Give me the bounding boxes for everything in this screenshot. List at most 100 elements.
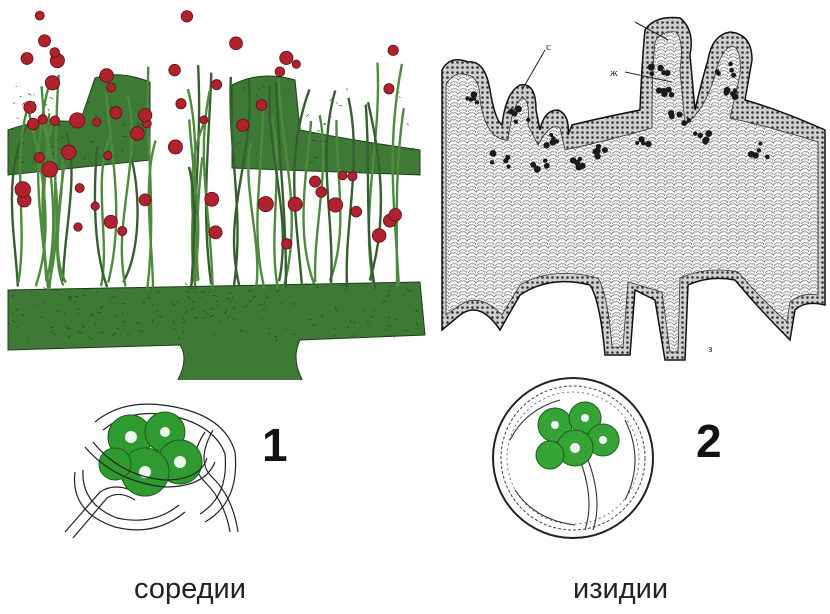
soredium-granule [292, 60, 300, 68]
soredium-granule [27, 118, 39, 130]
algal-cell [758, 142, 762, 146]
soredium-granule [45, 76, 59, 90]
soredium-granule [176, 99, 186, 109]
soredium-granule [168, 140, 182, 154]
soredium-granule [39, 35, 51, 47]
soredium-granule [209, 226, 222, 239]
algal-cell [681, 120, 687, 126]
soredium-granule [205, 192, 219, 206]
algal-cell [465, 96, 469, 100]
soredium-granule [42, 161, 58, 177]
algal-cell [475, 100, 479, 104]
soredium-granule [34, 153, 44, 163]
algal-cell [534, 166, 541, 173]
algal-cell [526, 118, 530, 122]
algal-cell [645, 141, 651, 147]
soredium-granule [107, 83, 116, 92]
soredium-algal-cluster [99, 412, 202, 496]
algal-cell [602, 147, 608, 153]
soredium-granule [75, 184, 84, 193]
algal-cell [693, 131, 697, 135]
algal-cell [765, 155, 769, 159]
soredium-granule [61, 145, 76, 160]
algal-cell [543, 159, 547, 163]
soredium-granule [288, 197, 302, 211]
soredium-granule [50, 116, 59, 125]
hypha-strand [327, 90, 336, 283]
soredium-granule [139, 194, 151, 206]
soredium-granule [212, 80, 222, 90]
soredium-granule [93, 118, 101, 126]
soredium-granule [328, 198, 342, 212]
soredium-granule [230, 37, 243, 50]
soredium-granule [21, 53, 33, 65]
soredium-granule [282, 239, 292, 249]
soredium-granule [384, 84, 394, 94]
soredium-granule [181, 11, 192, 22]
algal-cell [752, 152, 758, 158]
soredium-granule [74, 223, 82, 231]
annotation-label-c: с [546, 41, 551, 53]
soredium-granule [104, 151, 112, 159]
soredium-granule [256, 100, 267, 111]
algal-cell [728, 62, 733, 67]
soredium-granule [338, 171, 347, 180]
soredium-granule [388, 45, 398, 55]
soredia-cross-section-illustration [0, 0, 430, 380]
algal-cell [641, 141, 645, 145]
soredium-granule [316, 187, 327, 198]
algal-cell [508, 109, 514, 115]
annotation-label-z: з [708, 343, 712, 355]
algal-cell [724, 87, 731, 94]
isidium-detail-illustration [485, 370, 660, 545]
soredium-granule [200, 116, 208, 124]
soredium-granule [348, 172, 357, 181]
soredium-granule [38, 115, 47, 124]
algal-cell [543, 142, 549, 148]
soredium-granule [91, 202, 99, 210]
soredium-granule [310, 176, 321, 187]
soredium-granule [258, 196, 273, 211]
hypha-strand [123, 154, 137, 282]
algal-cell [668, 110, 674, 116]
soredium-granule [15, 182, 31, 198]
soredium-granule [372, 229, 386, 243]
algal-cell [669, 92, 675, 98]
panel-number-2: 2 [696, 418, 722, 464]
algal-cell [661, 91, 667, 97]
soredium-granule [389, 209, 402, 222]
soredium-granule [50, 48, 60, 58]
algal-cell [574, 160, 580, 166]
algal-cell [730, 91, 736, 97]
algal-cell [490, 160, 494, 164]
hypha-strand [95, 147, 107, 287]
algal-cell [515, 105, 522, 112]
algal-cell [648, 64, 655, 71]
soredium-granule [237, 119, 249, 131]
algal-cell [703, 137, 710, 144]
algal-cell [656, 87, 662, 93]
algal-cell [490, 150, 497, 157]
panel-number-1: 1 [262, 422, 288, 468]
soredium-granule [104, 215, 117, 228]
soredium-granule [70, 113, 85, 128]
caption-soredia: соредии [134, 575, 246, 604]
algal-cell [544, 163, 550, 169]
algal-cell [507, 164, 511, 168]
algal-cell [649, 71, 654, 76]
algal-cell [705, 130, 712, 137]
algal-cell [657, 65, 663, 71]
algal-cell [757, 148, 762, 153]
soredium-granule [118, 226, 127, 235]
algal-cell [514, 120, 518, 124]
soredium-granule [24, 101, 36, 113]
algal-cell [505, 155, 510, 160]
hypha-strand [347, 98, 354, 288]
isidia-cross-section-illustration: с ж з [440, 0, 830, 380]
algal-cell [687, 118, 692, 123]
algal-cell [731, 72, 736, 77]
soredium-granule [110, 107, 122, 119]
soredium-granule [35, 11, 44, 20]
soredium-granule [169, 64, 181, 76]
algal-cell [579, 163, 585, 169]
